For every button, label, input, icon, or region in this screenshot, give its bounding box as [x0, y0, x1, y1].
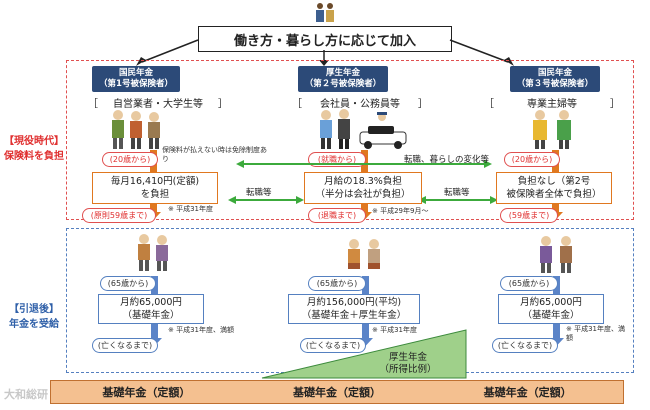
bracket-close: ］ [218, 99, 228, 110]
bracket-open: ［ [484, 99, 494, 110]
end-age-pill-1: (原則59歳まで) [82, 208, 156, 223]
start-age-pill-3: (20歳から) [504, 152, 560, 167]
bracket-close: ］ [610, 99, 620, 110]
retired-period-label: 【引退後】 年金を受給 [2, 302, 66, 332]
header-kosei-2: 厚生年金 （第２号被保険者） [298, 66, 388, 92]
fee-box-1: 毎月16,410円(定額) を負担 [92, 172, 218, 204]
header-kokumin-1: 国民年金 （第1号被保険者） [92, 66, 180, 92]
end-age-pill-2: (退職まで) [308, 208, 366, 223]
bracket-open: ［ [88, 99, 98, 110]
bracket-open: ［ [292, 99, 302, 110]
elderly-couple-illustration-3 [534, 234, 580, 274]
office-workers-illustration [316, 108, 416, 150]
watermark-logo: 大和総研 [4, 386, 48, 402]
pension-amount: 月約65,000円 [520, 297, 582, 308]
self-employed-students-illustration [106, 108, 166, 150]
header-title: 厚生年金 [325, 68, 360, 78]
transition-label-left: 転職等 [246, 188, 272, 198]
retire-start-pill-3: (65歳から) [500, 276, 558, 291]
fee-box-2: 月給の18.3%負担 （半分は会社が負担） [304, 172, 422, 204]
pension-type: （基礎年金） [522, 310, 580, 321]
header-kokumin-3: 国民年金 （第３号被保険者） [510, 66, 600, 92]
elderly-couple-illustration-1 [132, 232, 174, 272]
job-label: 専業主婦等 [527, 99, 577, 110]
header-subtitle: （第２号被保険者） [304, 79, 382, 89]
fee-detail: を負担 [140, 189, 170, 200]
job-line-2: ［ 会社員・公務員等 ］ [292, 95, 428, 110]
basic-pension-label-2: 基礎年金（定額） [292, 386, 381, 399]
pension-note-2: ※ 平成31年度 [372, 326, 417, 334]
retired-label-line1: 【引退後】 [9, 304, 59, 315]
pension-box-2: 月約156,000円(平均) （基礎年金＋厚生年金） [288, 294, 420, 324]
pension-box-1: 月約65,000円 （基礎年金） [98, 294, 204, 324]
retire-start-pill-2: (65歳から) [308, 276, 366, 291]
job-label: 会社員・公務員等 [320, 99, 400, 110]
family-icon [313, 2, 337, 24]
end-age-pill-3: (59歳まで) [500, 208, 558, 223]
pension-type: （基礎年金） [122, 310, 180, 321]
until-death-pill-3: (亡くなるまで) [492, 338, 558, 353]
elderly-couple-illustration-2 [342, 236, 388, 276]
working-label-line2: 保険料を負担 [4, 151, 64, 162]
job-line-3: ［ 専業主婦等 ］ [484, 95, 620, 110]
until-death-pill-1: (亡くなるまで) [92, 338, 158, 353]
fee-amount: 月給の18.3%負担 [324, 176, 402, 187]
fee-amount: 毎月16,410円(定額) [110, 176, 200, 187]
pension-box-3: 月約65,000円 （基礎年金） [498, 294, 604, 324]
fee-detail: （半分は会社が負担） [315, 189, 411, 200]
fee-note-2: ※ 平成29年9月～ [372, 207, 429, 215]
diagram-title: 働き方・暮らし方に応じて加入 [198, 26, 452, 52]
kosei-title: 厚生年金 [388, 352, 427, 363]
basic-pension-label-1: 基礎年金（定額） [102, 386, 191, 399]
job-line-1: ［ 自営業者・大学生等 ］ [88, 95, 228, 110]
fee-box-3: 負担なし（第2号 被保険者全体で負担） [496, 172, 612, 204]
working-label-line1: 【現役時代】 [4, 136, 64, 147]
pension-note-3: ※ 平成31年度、満額 [566, 325, 625, 342]
start-age-pill-1: (20歳から) [102, 152, 158, 167]
header-title: 国民年金 [118, 68, 153, 78]
working-period-label: 【現役時代】 保険料を負担 [2, 134, 66, 164]
basic-pension-label-3: 基礎年金（定額） [483, 386, 572, 399]
homemakers-illustration [528, 108, 580, 150]
transition-label-top: 転職、暮らしの変化等 [404, 155, 490, 165]
watermark-text: 大和総研 [4, 388, 48, 401]
retired-label-line2: 年金を受給 [9, 319, 59, 330]
transition-arrows [228, 160, 498, 204]
retire-start-pill-1: (65歳から) [100, 276, 156, 291]
pension-amount: 月約156,000円(平均) [306, 297, 402, 308]
pension-type: （基礎年金＋厚生年金） [301, 310, 407, 321]
header-title: 国民年金 [537, 68, 572, 78]
kosei-label: 厚生年金 （所得比例） [370, 352, 446, 376]
until-death-pill-2: (亡くなるまで) [300, 338, 366, 353]
fee-amount: 負担なし（第2号 [517, 176, 591, 187]
pension-amount: 月約65,000円 [120, 297, 182, 308]
header-subtitle: （第３号被保険者） [516, 79, 594, 89]
fee-note-1: ※ 平成31年度 [168, 205, 213, 213]
job-label: 自営業者・大学生等 [113, 99, 203, 110]
exemption-note: 保険料が払えない時は免除制度あり [162, 146, 267, 163]
pension-note-1: ※ 平成31年度、満額 [168, 326, 234, 334]
transition-label-right: 転職等 [444, 188, 470, 198]
kosei-subtitle: （所得比例） [379, 364, 437, 375]
basic-pension-bar: 基礎年金（定額） 基礎年金（定額） 基礎年金（定額） [50, 380, 624, 404]
bracket-close: ］ [418, 99, 428, 110]
fee-detail: 被保険者全体で負担） [506, 189, 602, 200]
header-subtitle: （第1号被保険者） [99, 79, 173, 89]
